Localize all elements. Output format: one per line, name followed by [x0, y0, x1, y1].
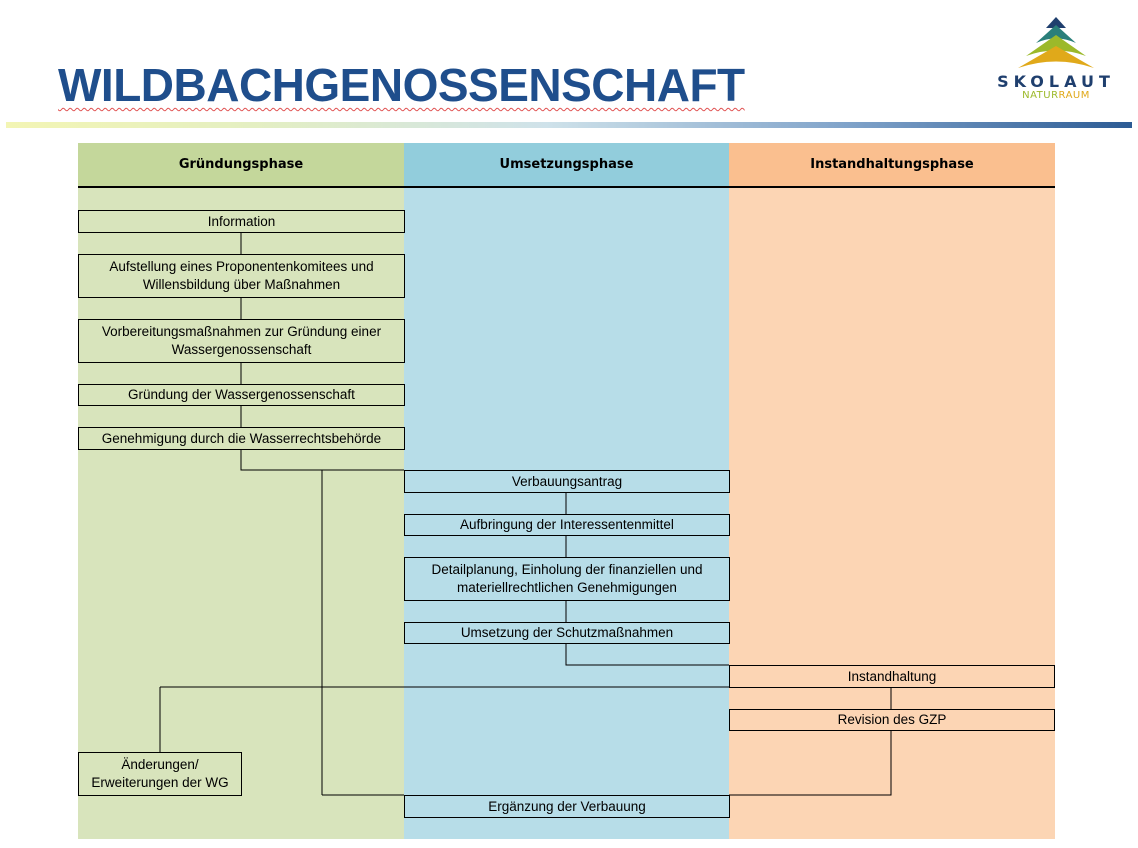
step-detailplanung: Detailplanung, Einholung der finanzielle… — [404, 557, 730, 601]
step-revision: Revision des GZP — [729, 709, 1055, 731]
phase-header-gruendung: Gründungsphase — [78, 143, 404, 188]
tree-mountain-icon — [1018, 17, 1094, 68]
title-divider — [6, 122, 1132, 128]
logo-brand-text: SKOLAUT — [997, 72, 1115, 91]
logo-subtitle-raum: RAUM — [1058, 90, 1090, 101]
phase-column-instandhaltung — [729, 143, 1055, 839]
step-genehmigung: Genehmigung durch die Wasserrechtsbehörd… — [78, 427, 405, 450]
step-verbauungsantrag: Verbauungsantrag — [404, 470, 730, 493]
step-information: Information — [78, 210, 405, 233]
phase-header-instandhaltung: Instandhaltungsphase — [729, 143, 1055, 188]
logo-subtitle: NATURRAUM — [996, 90, 1116, 101]
phase-column-gruendung — [78, 143, 404, 839]
step-instandhaltung: Instandhaltung — [729, 665, 1055, 688]
step-gruendung: Gründung der Wassergenossenschaft — [78, 384, 405, 406]
slide-title: WILDBACHGENOSSENSCHAFT — [58, 59, 745, 111]
skolaut-logo: SKOLAUT NATURRAUM — [996, 14, 1116, 104]
phase-header-umsetzung: Umsetzungsphase — [404, 143, 729, 188]
step-interessentenmittel: Aufbringung der Interessentenmittel — [404, 514, 730, 536]
step-vorbereitung: Vorbereitungsmaßnahmen zur Gründung eine… — [78, 319, 405, 363]
step-ergaenzung: Ergänzung der Verbauung — [404, 795, 730, 818]
step-komitee: Aufstellung eines Proponentenkomitees un… — [78, 254, 405, 298]
logo-subtitle-natur: NATUR — [1022, 90, 1059, 101]
step-aenderungen: Änderungen/ Erweiterungen der WG — [78, 752, 242, 796]
step-umsetzung: Umsetzung der Schutzmaßnahmen — [404, 622, 730, 644]
